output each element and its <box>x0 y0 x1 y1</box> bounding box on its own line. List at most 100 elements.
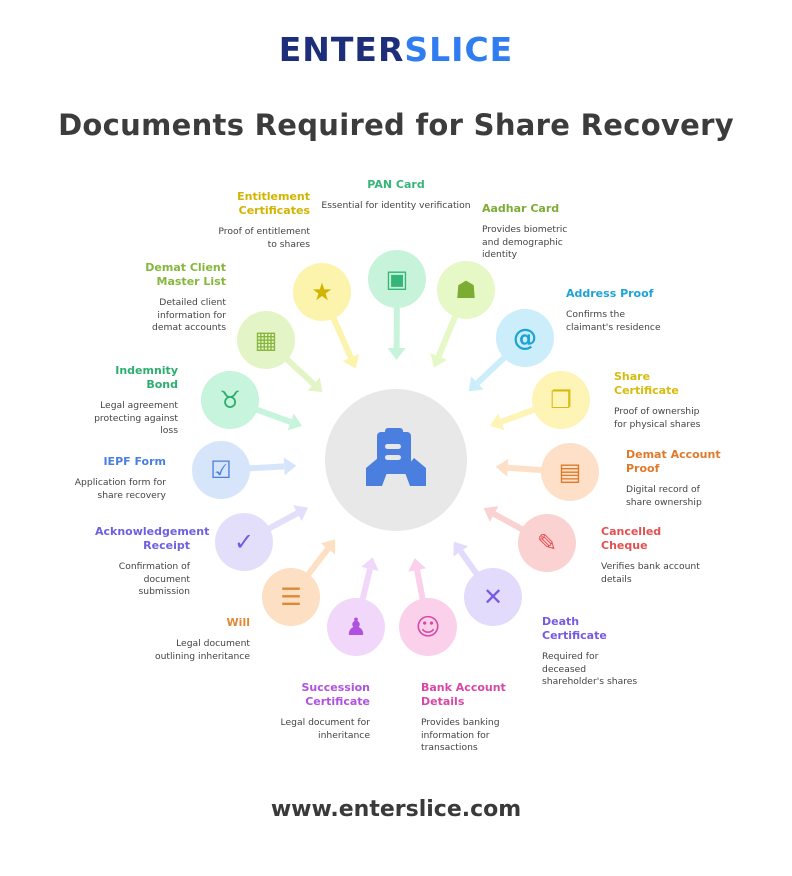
item-circle <box>518 514 576 572</box>
item-title: Demat Client Master List <box>145 261 226 288</box>
item-title: IEPF Form <box>103 455 166 468</box>
arrow-shaft <box>263 510 299 534</box>
item-circle <box>399 598 457 656</box>
item-description: Essential for identity verification <box>321 200 471 211</box>
item-title: Will <box>226 616 250 629</box>
arrow-shaft <box>251 405 292 425</box>
checklist-pen-icon: ☑ <box>210 456 232 484</box>
item-description: Provides biometric and demographic ident… <box>482 224 568 260</box>
item-circle <box>201 371 259 429</box>
scroll-icon: ☰ <box>280 583 302 611</box>
item-circle <box>237 311 295 369</box>
arrow-shaft <box>492 511 528 535</box>
item-circle <box>464 568 522 626</box>
arrow-shaft <box>328 312 354 359</box>
item-title: PAN Card <box>367 178 425 191</box>
arrow-head <box>307 377 323 393</box>
item-title: Cancelled Cheque <box>601 525 662 552</box>
item-title: Entitlement Certificates <box>237 190 310 217</box>
item-description: Application form for share recovery <box>74 477 166 501</box>
item-circle <box>293 263 351 321</box>
ticket-check-icon: ✓ <box>233 528 255 556</box>
logo-text-accent: SLICE <box>404 30 514 69</box>
footer-url: www.enterslice.com <box>270 797 522 822</box>
id-card-icon: ▣ <box>385 265 409 293</box>
arrow-head <box>453 541 469 557</box>
arrow-head <box>287 413 302 431</box>
item-circle <box>327 598 385 656</box>
item-description: Legal agreement protecting against loss <box>94 400 178 436</box>
logo: ENTERSLICE <box>0 30 792 69</box>
stamp-document-icon: ♟ <box>345 613 367 641</box>
item-description: Proof of ownership for physical shares <box>614 406 701 430</box>
arrow-head <box>283 457 297 476</box>
clipboard-hand-icon <box>366 428 426 486</box>
arrow-head <box>408 558 426 572</box>
digital-statement-icon: ▤ <box>558 458 582 486</box>
arrow-shaft <box>303 547 331 580</box>
user-card-icon: ☗ <box>455 276 477 304</box>
item-description: Provides banking information for transac… <box>421 717 500 753</box>
item-description: Confirmation of document submission <box>118 561 190 597</box>
item-title: Share Certificate <box>614 370 679 397</box>
item-circle <box>532 371 590 429</box>
item-title: Demat Account Proof <box>626 448 721 475</box>
document-x-icon: ✕ <box>482 583 504 611</box>
item-circle <box>496 309 554 367</box>
arrow-head <box>430 353 447 368</box>
arrow-shaft <box>358 568 373 605</box>
arrow-head <box>293 505 308 522</box>
item-title: Acknowledgement Receipt <box>95 525 210 552</box>
ribbon-icon: ♉ <box>219 386 241 414</box>
arrow-head <box>320 539 336 555</box>
arrow-head <box>361 557 379 572</box>
item-title: Address Proof <box>566 287 654 300</box>
arrow-shaft <box>244 463 285 472</box>
logo-text: ENTER <box>278 30 405 69</box>
item-title: Bank Account Details <box>421 681 506 708</box>
item-circle <box>437 261 495 319</box>
item-title: Death Certificate <box>542 615 607 642</box>
item-circle <box>368 250 426 308</box>
item-circle <box>215 513 273 571</box>
document-ribbon-icon: ❐ <box>550 386 572 414</box>
arrow-head <box>483 506 499 522</box>
item-description: Confirms the claimant's residence <box>566 309 661 333</box>
arrow-head <box>495 458 509 477</box>
arrow-shaft <box>507 464 547 474</box>
arrow-shaft <box>458 549 482 580</box>
arrow-head <box>387 347 406 361</box>
arrow-shaft <box>475 352 510 386</box>
item-description: Digital record of share ownership <box>626 484 702 508</box>
arrow-shaft <box>500 405 540 425</box>
item-description: Required for deceased shareholder's shar… <box>542 651 638 687</box>
arrow-head <box>342 353 360 369</box>
certificate-star-icon: ★ <box>311 278 333 306</box>
page-title: Documents Required for Share Recovery <box>58 108 734 142</box>
item-circle <box>541 443 599 501</box>
arrow-head <box>489 413 505 431</box>
item-description: Legal document for inheritance <box>280 717 370 741</box>
arrow-shaft <box>414 569 427 604</box>
item-description: Legal document outlining inheritance <box>154 638 250 662</box>
table-search-icon: ▦ <box>254 326 278 354</box>
arrow-head <box>468 376 484 392</box>
arrow-shaft <box>435 311 460 358</box>
item-description: Detailed client information for demat ac… <box>152 297 226 333</box>
